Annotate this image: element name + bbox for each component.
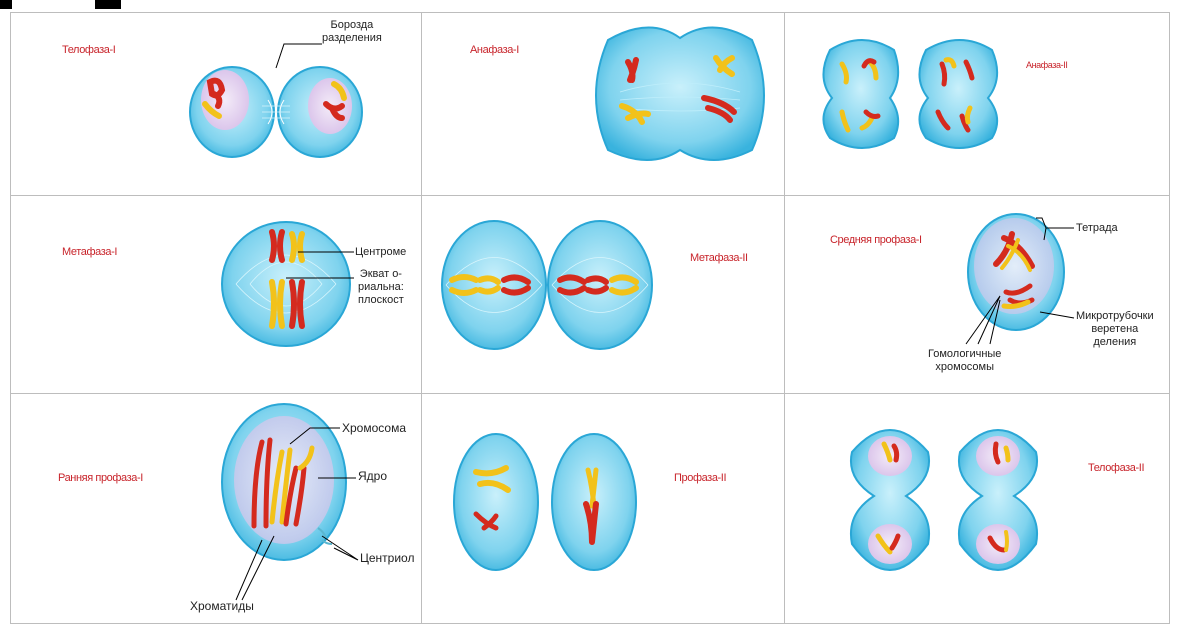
phase-label-telophase1: Телофаза-I	[62, 44, 115, 56]
annotation-tetrad: Тетрада	[1076, 222, 1118, 235]
phase-label-metaphase2: Метафаза-II	[690, 252, 748, 264]
annotation-equatorial-line3: плоскост	[358, 294, 404, 307]
phase-label-metaphase1: Метафаза-I	[62, 246, 117, 258]
annotation-microtubules-line3: деления	[1076, 336, 1154, 349]
annotation-furrow: Борозда разделения	[322, 19, 382, 45]
phase-label-early-prophase1: Ранняя профаза-I	[58, 472, 143, 484]
annotation-centromere: Центроме	[355, 246, 406, 259]
annotation-furrow-line2: разделения	[322, 32, 382, 45]
anaphase1-cell	[596, 27, 764, 160]
metaphase2-cells	[442, 221, 652, 349]
phase-label-anaphase2: Анафаза-II	[1026, 60, 1067, 70]
telophase2-cells	[851, 430, 1037, 570]
annotation-nucleus: Ядро	[358, 470, 387, 483]
annotation-chromosome: Хромосома	[342, 422, 406, 435]
annotation-centriole: Центриол	[360, 552, 414, 565]
early-prophase1-cell	[222, 404, 358, 600]
telophase1-cell	[190, 44, 362, 157]
anaphase2-cells	[823, 40, 997, 148]
prophase2-cells	[454, 434, 636, 570]
annotation-microtubules-line2: веретена	[1076, 323, 1154, 336]
annotation-homologous: Гомологичные хромосомы	[928, 348, 1001, 374]
annotation-equatorial-plate: Экват о- риальна: плоскост	[358, 268, 404, 307]
annotation-microtubules-line1: Микротрубочки	[1076, 310, 1154, 323]
phase-label-telophase2: Телофаза-II	[1088, 462, 1144, 474]
annotation-furrow-line1: Борозда	[322, 19, 382, 32]
phase-label-anaphase1: Анафаза-I	[470, 44, 519, 56]
annotation-homologous-line1: Гомологичные	[928, 348, 1001, 361]
metaphase1-cell	[222, 222, 354, 346]
annotation-equatorial-line1: Экват о-	[358, 268, 404, 281]
annotation-chromatids: Хроматиды	[190, 600, 254, 613]
phase-label-prophase2: Профаза-II	[674, 472, 726, 484]
phase-label-middle-prophase1: Средняя профаза-I	[830, 234, 922, 246]
annotation-microtubules: Микротрубочки веретена деления	[1076, 310, 1154, 349]
annotation-equatorial-line2: риальна:	[358, 281, 404, 294]
middle-prophase1-cell	[966, 214, 1074, 344]
annotation-homologous-line2: хромосомы	[928, 361, 1001, 374]
